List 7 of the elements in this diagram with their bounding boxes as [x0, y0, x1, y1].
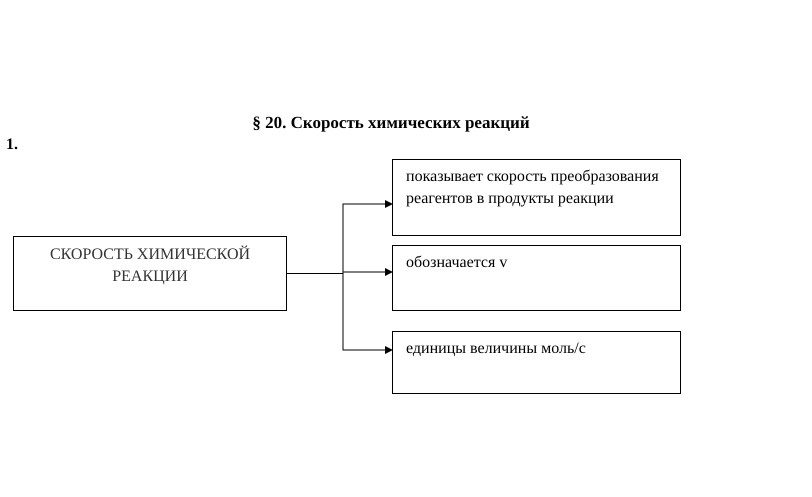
text-box: обозначается v [392, 245, 681, 311]
title: § 20. Скорость химических реакций [252, 113, 530, 132]
text-box: показывает скорость преобразования реагентов в продукты реакции [392, 159, 681, 236]
text-box: СКОРОСТЬ ХИМИЧЕСКОЙ РЕАКЦИИ [13, 236, 287, 311]
arrow [286, 273, 393, 354]
item-number: 1. [6, 135, 18, 155]
text-box: единицы величины моль/с [392, 331, 681, 394]
